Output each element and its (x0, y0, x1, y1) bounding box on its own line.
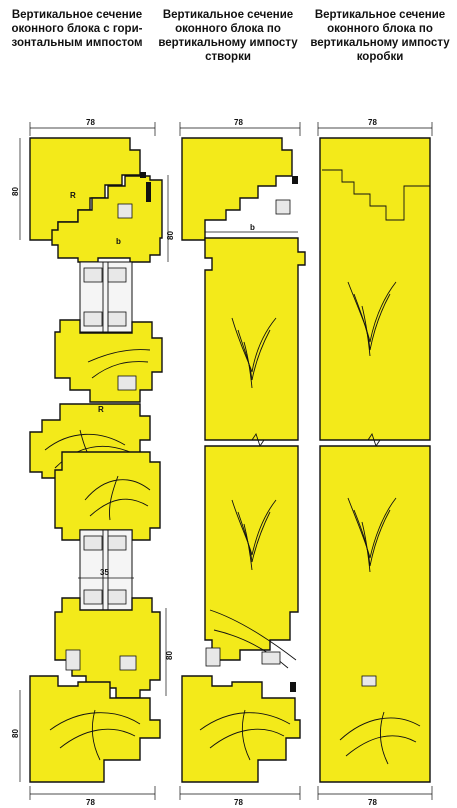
dimension-top-col2: 78 (179, 118, 301, 136)
dimension-bottom-col2: 78 (179, 786, 301, 807)
frame-mullion-col3-lower (319, 445, 431, 783)
column-2-sections: 78 b 78 (179, 118, 306, 807)
column-3-sections: 78 78 (317, 118, 433, 807)
sash-mullion-upper (204, 237, 306, 441)
dim-label-80-sash-bottom: 80 (165, 651, 174, 660)
dim-label-78-bottom-col2: 78 (234, 798, 243, 807)
frame-mullion-col3-upper (319, 137, 431, 441)
dim-label-80-bottom-col1: 80 (11, 729, 20, 738)
glazing-unit-lower (79, 529, 133, 611)
dim-label-78-top-col2: 78 (234, 118, 243, 127)
title-horizontal-mullion-section: Вертикальное сечение оконного блока с го… (11, 9, 143, 49)
glazing-unit-upper (79, 261, 133, 333)
radius-label-impost: R (98, 405, 104, 414)
b-mark-col2: b (250, 223, 255, 232)
sash-top-profile (51, 175, 163, 263)
frame-sill-col2 (181, 675, 301, 783)
dim-label-78-top-col1: 78 (86, 118, 95, 127)
title-frame-mullion-section: Вертикальное сечение оконного блока по в… (310, 9, 450, 63)
b-mark-top: b (116, 237, 121, 246)
title-sash-mullion-section: Вертикальное сечение оконного блока по в… (158, 9, 298, 63)
dimension-height-top-col1: 80 (11, 138, 21, 240)
column-1-sections: 78 80 80 R b R (11, 118, 175, 807)
dim-label-78-bottom-col3: 78 (368, 798, 377, 807)
dimension-bottom-col1: 78 (29, 786, 156, 807)
frame-sill-profile (29, 675, 161, 783)
lower-sash-top-profile (54, 451, 161, 541)
dimension-top-col1: 78 (29, 118, 156, 136)
dim-label-80-top-col1: 80 (11, 187, 20, 196)
radius-label-top: R (70, 191, 76, 200)
dimension-top-col3: 78 (317, 118, 433, 136)
dim-label-78-bottom-col1: 78 (86, 798, 95, 807)
frame-mullion-top-col2 (181, 137, 293, 241)
dim-label-80-sash-top: 80 (166, 231, 175, 240)
dim-label-35-glazing: 35 (100, 568, 109, 577)
dimension-bottom-col3: 78 (317, 786, 433, 807)
dim-label-78-top-col3: 78 (368, 118, 377, 127)
sash-bottom-profile (54, 319, 163, 403)
